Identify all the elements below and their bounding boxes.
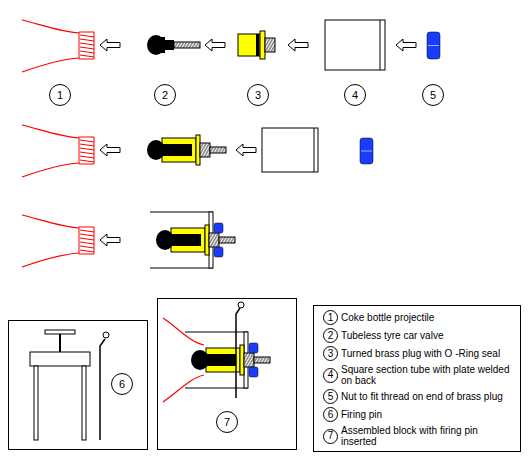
direction-arrow (396, 39, 416, 51)
detail-panel: 7 (157, 298, 297, 450)
nut (427, 32, 440, 59)
number-text: 7 (328, 431, 334, 441)
number-text: 6 (119, 379, 125, 390)
tyre-valve (147, 35, 200, 55)
number-text: 7 (224, 417, 230, 428)
direction-arrow (100, 39, 120, 51)
callout-number: 6 (111, 373, 133, 395)
callout-number: 4 (344, 84, 366, 106)
square-tube (325, 20, 385, 70)
callout-number: 1 (49, 84, 71, 106)
direction-arrow (236, 144, 256, 156)
number-text: 2 (162, 90, 168, 101)
firing-pin (30, 330, 109, 440)
callout-number: 3 (247, 84, 269, 106)
direction-arrow (205, 39, 225, 51)
number-text: 2 (328, 331, 334, 341)
part-description: Tubeless tyre car valve (341, 330, 513, 341)
key-number: 4 (323, 368, 338, 383)
number-text: 4 (352, 90, 358, 101)
number-text: 1 (328, 313, 334, 323)
coke-bottle (22, 20, 94, 72)
number-text: 1 (57, 90, 63, 101)
number-text: 4 (328, 370, 334, 380)
part-description: Nut to fit thread on end of brass plug (341, 391, 513, 402)
direction-arrow (100, 144, 120, 156)
row-two-parts (22, 125, 373, 177)
callout-number: 2 (154, 84, 176, 106)
key-number: 6 (323, 407, 338, 422)
part-description: Turned brass plug with O -Ring seal (341, 348, 513, 359)
number-text: 3 (255, 90, 261, 101)
number-text: 6 (328, 410, 334, 420)
part-description: Firing pin (341, 409, 513, 420)
number-text: 5 (430, 90, 436, 101)
detail-panel: 6 (8, 320, 148, 450)
callout-number: 7 (216, 411, 238, 433)
square-tube (262, 128, 318, 172)
number-text: 5 (328, 392, 334, 402)
direction-arrow (288, 39, 308, 51)
valve-in-plug (147, 135, 226, 165)
assembled-block (150, 212, 235, 268)
part-description: Assembled block with firing pin inserted (341, 425, 513, 447)
key-number: 2 (323, 328, 338, 343)
key-number: 3 (323, 346, 338, 361)
part-description: Square section tube with plate welded on… (341, 364, 513, 386)
key-number: 1 (323, 310, 338, 325)
callout-number: 5 (422, 84, 444, 106)
row-one-parts (22, 20, 440, 72)
key-number: 7 (323, 429, 338, 444)
number-text: 3 (328, 349, 334, 359)
assembled-block-with-pin (163, 302, 270, 402)
direction-arrow (100, 234, 120, 246)
coke-bottle (22, 125, 94, 177)
key-number: 5 (323, 389, 338, 404)
brass-plug (238, 31, 275, 59)
coke-bottle (22, 215, 94, 267)
row-three-parts (22, 212, 235, 268)
nut (360, 138, 373, 164)
part-description: Coke bottle projectile (341, 312, 513, 323)
